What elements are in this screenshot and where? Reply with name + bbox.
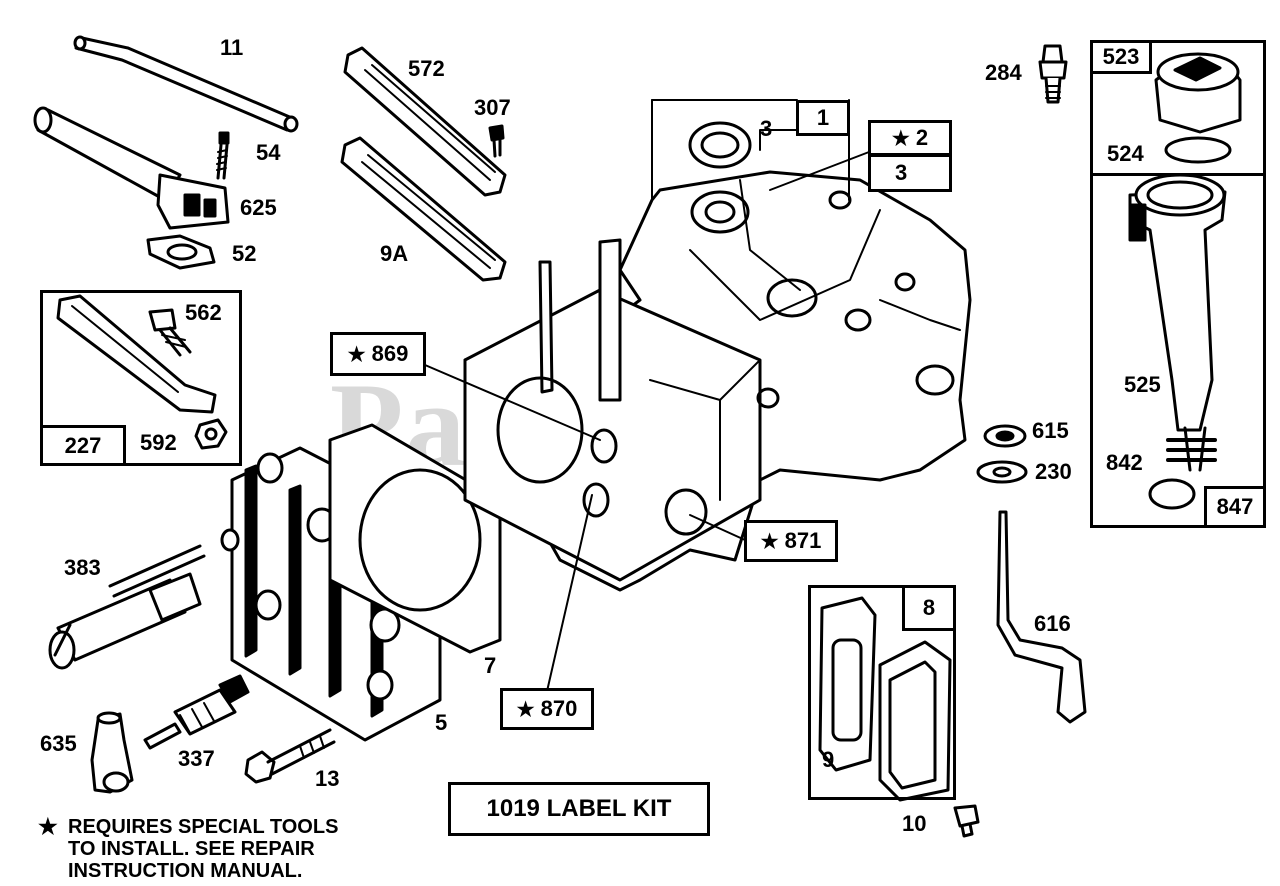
callout-2-box: 2 (868, 120, 952, 156)
washer-230-part (976, 460, 1028, 484)
callout-842: 842 (1106, 450, 1143, 475)
dipstick-cap-divider (1090, 40, 1266, 176)
callout-11: 11 (220, 35, 244, 60)
callout-3b-box: 3 (868, 154, 952, 192)
callout-625: 625 (240, 195, 277, 220)
callout-7: 7 (484, 653, 497, 678)
leader-871 (689, 514, 746, 541)
callout-524: 524 (1107, 141, 1144, 166)
callout-284: 284 (985, 60, 1022, 85)
breather-body-part (33, 106, 230, 230)
gasket-9A-part (340, 136, 507, 282)
bracket-kit-frame (40, 290, 242, 466)
callout-615: 615 (1032, 418, 1069, 443)
dipstick-part (996, 510, 1087, 724)
callout-13: 13 (315, 766, 340, 791)
callout-1-box: 1 (796, 100, 850, 136)
cover-kit-frame (808, 585, 956, 800)
callout-230: 230 (1035, 459, 1072, 484)
callout-616: 616 (1034, 611, 1071, 636)
callout-8-box: 8 (902, 585, 956, 631)
callout-9: 9 (822, 747, 835, 772)
callout-562: 562 (185, 300, 222, 325)
dipstick-cap-part (1154, 52, 1242, 164)
callout-54: 54 (256, 140, 281, 165)
callout-383: 383 (64, 555, 101, 580)
callout-572: 572 (408, 56, 445, 81)
callout-5: 5 (435, 710, 448, 735)
leader-2 (769, 151, 870, 191)
callout-871-box: 871 (744, 520, 838, 562)
gasket-9-part (818, 596, 877, 772)
callout-9A: 9A (380, 241, 409, 266)
callout-227-box: 227 (40, 425, 126, 466)
cover-8-part (878, 640, 952, 802)
head-gasket-part (328, 423, 502, 654)
note-line-1: REQUIRES SPECIAL TOOLS (68, 816, 339, 838)
gasket-572-part (343, 46, 507, 197)
leader-869 (424, 364, 601, 441)
spark-plug-tool-part (48, 544, 206, 670)
callout-10: 10 (902, 811, 927, 836)
star-icon: ★ (38, 814, 58, 839)
screw-54-part (216, 131, 230, 180)
callout-847-box: 847 (1204, 486, 1266, 528)
callout-307: 307 (474, 95, 511, 120)
label-kit-box: 1019 LABEL KIT (448, 782, 710, 836)
bolt-13-part (244, 728, 336, 784)
spark-plug-part (143, 674, 250, 750)
cylinder-block-part (463, 170, 972, 592)
callout-869-box: 869 (330, 332, 426, 376)
callout-592: 592 (140, 430, 177, 455)
dipstick-tube-part (1128, 173, 1227, 510)
oil-seal-part (688, 121, 752, 169)
control-bracket-part (56, 294, 228, 450)
seal-615-part (983, 424, 1027, 448)
drain-plug-part (1038, 44, 1068, 104)
gasket-52-part (146, 234, 216, 270)
callout-525: 525 (1124, 372, 1161, 397)
callout-523-box: 523 (1090, 40, 1152, 74)
leader-870 (544, 494, 593, 701)
spark-plug-boot-part (90, 711, 134, 794)
callout-635: 635 (40, 731, 77, 756)
breather-tube-part (73, 35, 299, 133)
screw-307-part (488, 124, 505, 158)
callout-870-box: 870 (500, 688, 594, 730)
screw-10-part (953, 804, 980, 838)
callout-3a: 3 (760, 116, 773, 141)
note-line-3: INSTRUCTION MANUAL. (68, 860, 303, 882)
note-line-2: TO INSTALL. SEE REPAIR (68, 838, 315, 860)
leader-1a (759, 129, 798, 151)
callout-337: 337 (178, 746, 215, 771)
callout-52: 52 (232, 241, 257, 266)
